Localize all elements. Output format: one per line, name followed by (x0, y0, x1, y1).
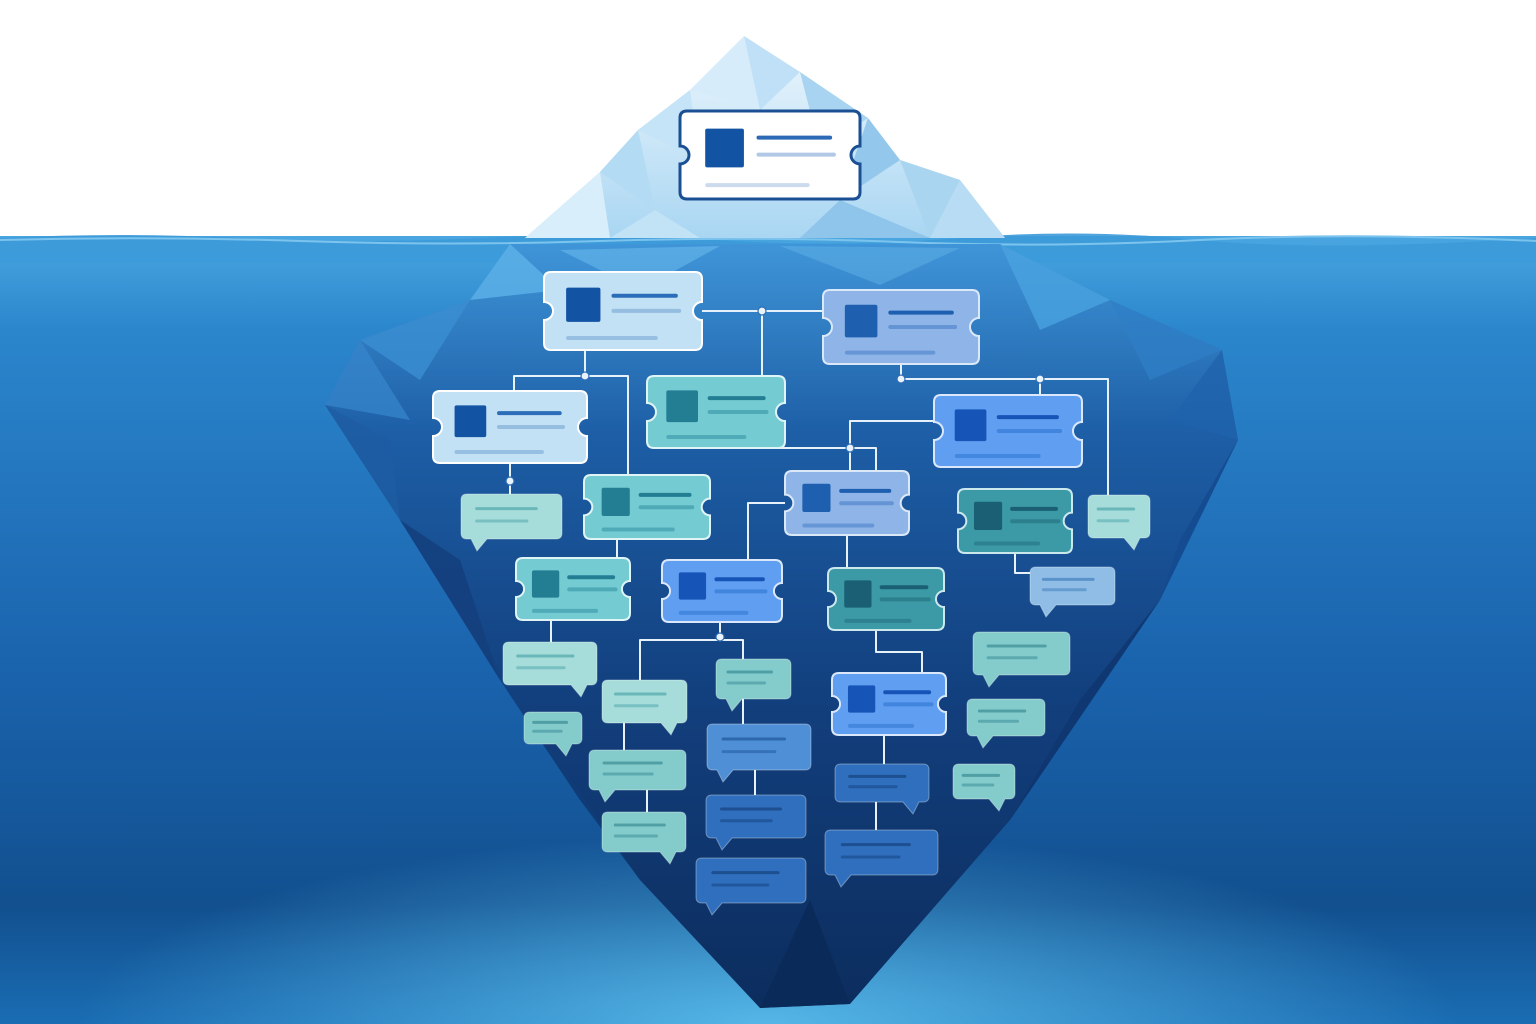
chat-bubble-icon (1029, 566, 1116, 618)
water-highlight (0, 235, 1536, 246)
connector-node (1035, 374, 1045, 384)
chat-bubble-icon (952, 763, 1016, 812)
connector-line (720, 639, 744, 659)
connector-nodes (505, 306, 1045, 642)
chat-bubble-icon (706, 723, 812, 783)
chat-bubble-icon (705, 794, 807, 851)
ticket-icon (957, 488, 1073, 554)
ticket-icon (646, 375, 786, 449)
connector-node (505, 476, 515, 486)
connector-line (849, 420, 934, 471)
connector-line (747, 502, 785, 560)
chat-bubble-icon (523, 711, 583, 757)
ticket-icon (822, 289, 980, 365)
connector-line (875, 630, 923, 673)
ticket-icon (827, 567, 945, 631)
connector-node (896, 374, 906, 384)
connector-node (757, 306, 767, 316)
chat-bubble-icon (460, 493, 563, 552)
ticket-icon (933, 394, 1083, 468)
ticket-icon (678, 109, 862, 201)
connector-node (845, 443, 855, 453)
ticket-icon (543, 271, 703, 351)
chat-bubble-icon (834, 763, 930, 815)
chat-bubble-icon (502, 641, 598, 698)
chat-bubble-icon (601, 811, 687, 865)
connector-line (778, 447, 877, 471)
chat-bubble-icon (588, 749, 687, 803)
chat-bubble-icon (966, 698, 1046, 749)
chat-bubble-icon (715, 658, 792, 712)
ticket-icon (515, 557, 631, 621)
chat-bubble-icon (972, 631, 1071, 688)
connector-node (580, 371, 590, 381)
connector-line (639, 622, 721, 680)
connector-line (1014, 553, 1030, 574)
ticket-icon (432, 390, 588, 464)
connector-line (513, 350, 586, 391)
chat-bubbles (460, 493, 1151, 916)
chat-bubble-icon (601, 679, 688, 736)
connector-node (715, 632, 725, 642)
ticket-icon (831, 672, 947, 736)
connector-line (900, 364, 1109, 495)
connector-lines (509, 310, 1109, 830)
ticket-icon (583, 474, 711, 540)
ticket-icon (784, 470, 910, 536)
ticket-icon (661, 559, 783, 623)
tickets (432, 109, 1083, 736)
chat-bubble-icon (824, 829, 939, 888)
chat-bubble-icon (1087, 494, 1151, 551)
connector-line (585, 375, 629, 475)
chat-bubble-icon (695, 857, 807, 916)
